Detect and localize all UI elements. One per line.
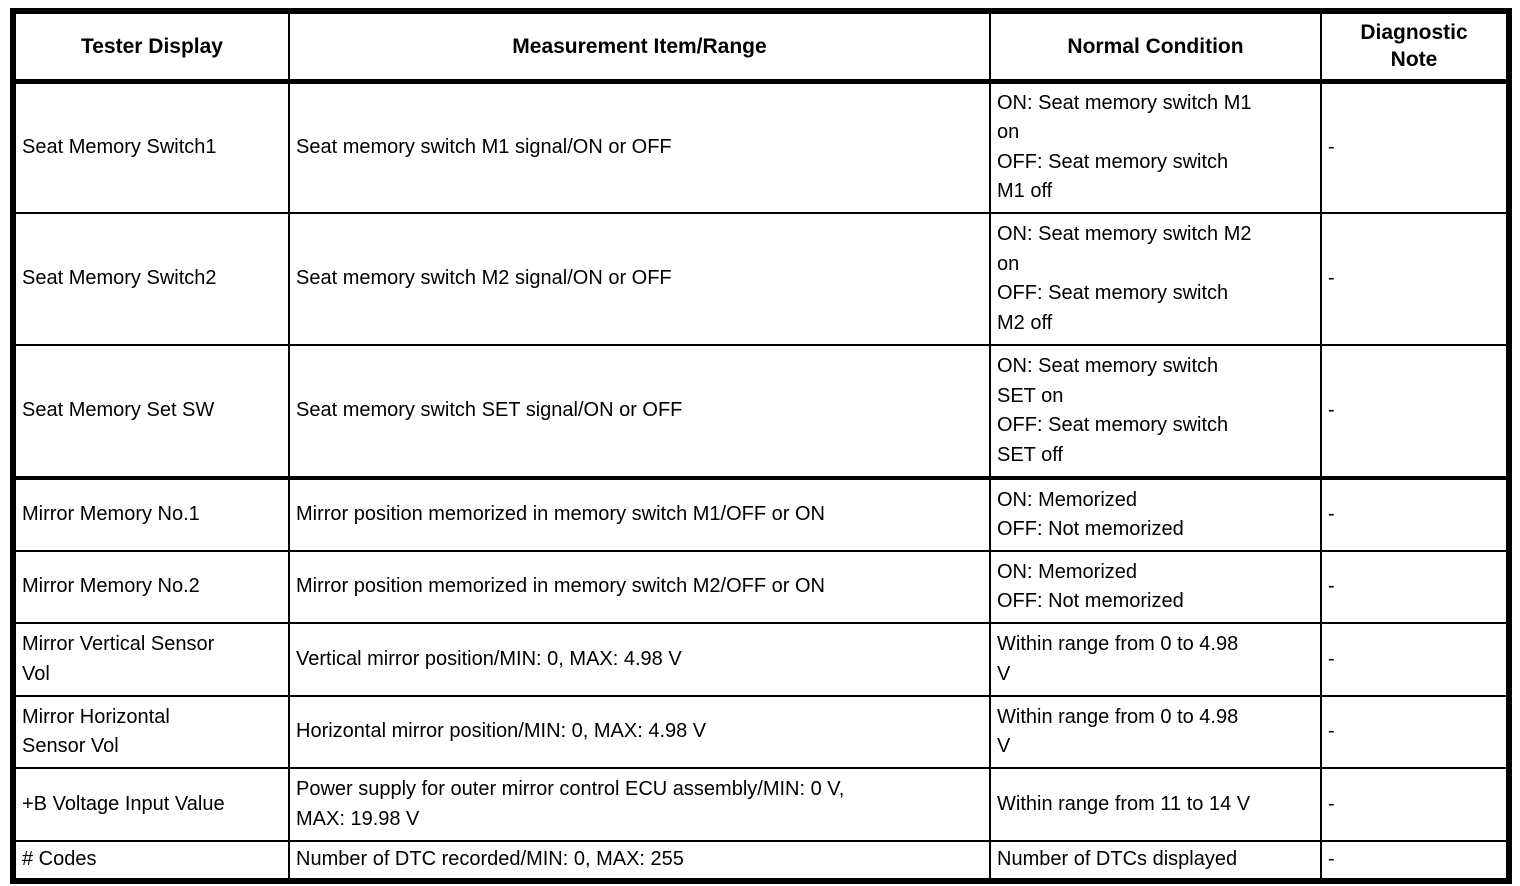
table-row: +B Voltage Input Value Power supply for … bbox=[12, 767, 1510, 842]
table-row: Mirror Memory No.1 Mirror position memor… bbox=[12, 477, 1510, 552]
cell-diagnostic-note: - bbox=[1320, 477, 1510, 552]
table-row: Seat Memory Switch1 Seat memory switch M… bbox=[12, 80, 1510, 214]
cell-tester-display: Mirror Memory No.1 bbox=[12, 477, 290, 552]
cell-normal-condition: Within range from 0 to 4.98 V bbox=[989, 622, 1322, 697]
cell-tester-display: +B Voltage Input Value bbox=[12, 767, 290, 842]
cell-tester-display: Mirror Memory No.2 bbox=[12, 550, 290, 624]
cell-tester-display: Mirror Vertical Sensor Vol bbox=[12, 622, 290, 697]
cell-normal-condition: ON: Memorized OFF: Not memorized bbox=[989, 477, 1322, 552]
cell-normal-condition: ON: Seat memory switch SET on OFF: Seat … bbox=[989, 344, 1322, 480]
cell-diagnostic-note: - bbox=[1320, 695, 1510, 769]
cell-measurement: Seat memory switch SET signal/ON or OFF bbox=[288, 344, 991, 480]
table-row: # Codes Number of DTC recorded/MIN: 0, M… bbox=[12, 840, 1510, 882]
cell-diagnostic-note: - bbox=[1320, 344, 1510, 480]
cell-diagnostic-note: - bbox=[1320, 80, 1510, 214]
column-header-normal-condition: Normal Condition bbox=[989, 10, 1322, 84]
cell-measurement: Number of DTC recorded/MIN: 0, MAX: 255 bbox=[288, 840, 991, 882]
cell-normal-condition: Within range from 11 to 14 V bbox=[989, 767, 1322, 842]
column-header-measurement-item-range: Measurement Item/Range bbox=[288, 10, 991, 84]
cell-diagnostic-note: - bbox=[1320, 767, 1510, 842]
table-row: Seat Memory Set SW Seat memory switch SE… bbox=[12, 344, 1510, 480]
cell-measurement: Horizontal mirror position/MIN: 0, MAX: … bbox=[288, 695, 991, 769]
cell-tester-display: Seat Memory Switch2 bbox=[12, 212, 290, 346]
table-row: Mirror Vertical Sensor Vol Vertical mirr… bbox=[12, 622, 1510, 697]
cell-normal-condition: Within range from 0 to 4.98 V bbox=[989, 695, 1322, 769]
cell-diagnostic-note: - bbox=[1320, 550, 1510, 624]
column-header-diagnostic-note: Diagnostic Note bbox=[1320, 10, 1510, 84]
cell-measurement: Seat memory switch M1 signal/ON or OFF bbox=[288, 80, 991, 214]
cell-normal-condition: ON: Seat memory switch M2 on OFF: Seat m… bbox=[989, 212, 1322, 346]
cell-tester-display: Seat Memory Set SW bbox=[12, 344, 290, 480]
cell-measurement: Power supply for outer mirror control EC… bbox=[288, 767, 991, 842]
data-list-spec-table: Tester Display Measurement Item/Range No… bbox=[10, 8, 1512, 884]
table-header-row: Tester Display Measurement Item/Range No… bbox=[12, 10, 1510, 84]
cell-tester-display: Seat Memory Switch1 bbox=[12, 80, 290, 214]
cell-normal-condition: Number of DTCs displayed bbox=[989, 840, 1322, 882]
cell-diagnostic-note: - bbox=[1320, 212, 1510, 346]
cell-measurement: Vertical mirror position/MIN: 0, MAX: 4.… bbox=[288, 622, 991, 697]
cell-measurement: Mirror position memorized in memory swit… bbox=[288, 550, 991, 624]
cell-tester-display: # Codes bbox=[12, 840, 290, 882]
cell-measurement: Mirror position memorized in memory swit… bbox=[288, 477, 991, 552]
table-row: Seat Memory Switch2 Seat memory switch M… bbox=[12, 212, 1510, 346]
cell-tester-display: Mirror Horizontal Sensor Vol bbox=[12, 695, 290, 769]
cell-normal-condition: ON: Memorized OFF: Not memorized bbox=[989, 550, 1322, 624]
table-row: Mirror Memory No.2 Mirror position memor… bbox=[12, 550, 1510, 624]
cell-measurement: Seat memory switch M2 signal/ON or OFF bbox=[288, 212, 991, 346]
column-header-tester-display: Tester Display bbox=[12, 10, 290, 84]
cell-diagnostic-note: - bbox=[1320, 840, 1510, 882]
cell-diagnostic-note: - bbox=[1320, 622, 1510, 697]
cell-normal-condition: ON: Seat memory switch M1 on OFF: Seat m… bbox=[989, 80, 1322, 214]
table-row: Mirror Horizontal Sensor Vol Horizontal … bbox=[12, 695, 1510, 769]
